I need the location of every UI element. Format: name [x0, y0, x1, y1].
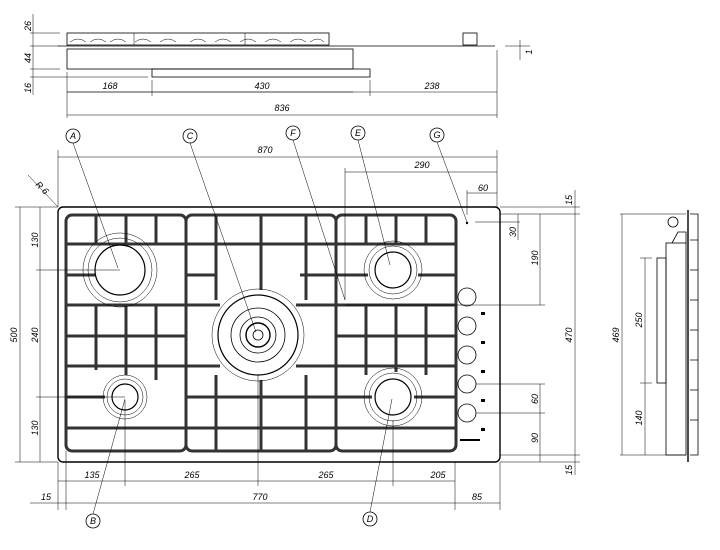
- svg-text:D: D: [367, 514, 374, 524]
- front-grate-outline: [66, 32, 330, 46]
- dim-body-height: 44: [23, 53, 33, 63]
- dim-total-width: 870: [257, 145, 272, 155]
- dim-total-height: 500: [9, 327, 19, 342]
- callout-d: D: [362, 511, 378, 527]
- dim-inner-height: 470: [564, 327, 574, 342]
- knob: [457, 374, 477, 394]
- dim-knob-bottom: 90: [530, 433, 540, 443]
- callout-e: E: [350, 125, 366, 141]
- leader-lines: [72, 139, 468, 515]
- dim-side-cutout: 250: [634, 312, 644, 328]
- dim-corner-radius: R 6: [34, 179, 51, 196]
- front-body: [66, 48, 354, 70]
- dim-left-mid: 240: [30, 327, 40, 343]
- knob: [457, 345, 477, 365]
- dim-left-top: 130: [30, 232, 40, 247]
- side-grate: [690, 213, 699, 456]
- dim-inner-width: 770: [252, 492, 267, 502]
- dim-right-panel: 85: [472, 492, 483, 502]
- front-grate-bars: [69, 38, 325, 43]
- svg-text:A: A: [69, 131, 76, 141]
- dim-front-mid: 430: [254, 81, 269, 91]
- dim-x4: 205: [429, 470, 446, 480]
- dim-panel-edge: 60: [478, 183, 488, 193]
- callout-g: G: [429, 127, 445, 143]
- grate-bars: [66, 215, 456, 451]
- dim-panel-offset: 290: [413, 160, 429, 170]
- side-body: [665, 242, 687, 456]
- svg-text:B: B: [90, 516, 96, 526]
- plan-view: A C F E G B D 870 290 60 R 6 15 470 15 3…: [9, 125, 580, 529]
- dim-x2: 265: [183, 470, 200, 480]
- front-burner-box: [151, 68, 371, 78]
- dim-front-total: 836: [274, 103, 289, 113]
- knob: [457, 316, 477, 336]
- dim-top-margin: 15: [564, 194, 574, 205]
- dim-bottom-margin: 15: [564, 464, 574, 475]
- side-knob: [667, 216, 679, 228]
- hob-outline: [57, 206, 501, 463]
- burner-d: [363, 367, 423, 427]
- dim-left-margin: 15: [41, 492, 52, 502]
- dim-left-bottom: 130: [30, 420, 40, 435]
- burner-e: [363, 240, 423, 300]
- dim-grate-height: 26: [23, 21, 33, 32]
- dim-knob-pitch: 60: [530, 394, 540, 404]
- svg-text:E: E: [355, 128, 362, 138]
- knob: [457, 287, 477, 307]
- svg-text:G: G: [433, 130, 440, 140]
- dim-knob-top: 190: [530, 250, 540, 265]
- side-elevation-view: 469 250 140: [611, 210, 699, 462]
- side-burner-box: [656, 257, 667, 384]
- dim-side-bottom: 140: [634, 410, 644, 425]
- control-knobs: [457, 287, 485, 441]
- front-elevation-view: 26 44 16 1 168 430 238 836: [23, 14, 534, 118]
- callout-c: C: [182, 128, 198, 144]
- callout-b: B: [85, 513, 101, 529]
- svg-text:C: C: [187, 131, 194, 141]
- knob: [457, 403, 477, 423]
- dim-side-height: 469: [611, 327, 621, 342]
- dim-front-right: 238: [423, 81, 439, 91]
- dim-front-left: 168: [102, 81, 117, 91]
- dim-bottom-height: 16: [23, 83, 33, 93]
- burner-c: [211, 288, 305, 382]
- dim-g-offset: 30: [508, 227, 518, 237]
- svg-text:F: F: [290, 128, 296, 138]
- callout-f: F: [285, 125, 301, 141]
- callout-a: A: [65, 128, 81, 144]
- brand-logo: [460, 439, 480, 441]
- front-knob: [462, 32, 478, 46]
- dim-thickness: 1: [524, 49, 534, 54]
- dim-x1: 135: [84, 470, 100, 480]
- dim-x3: 265: [317, 470, 334, 480]
